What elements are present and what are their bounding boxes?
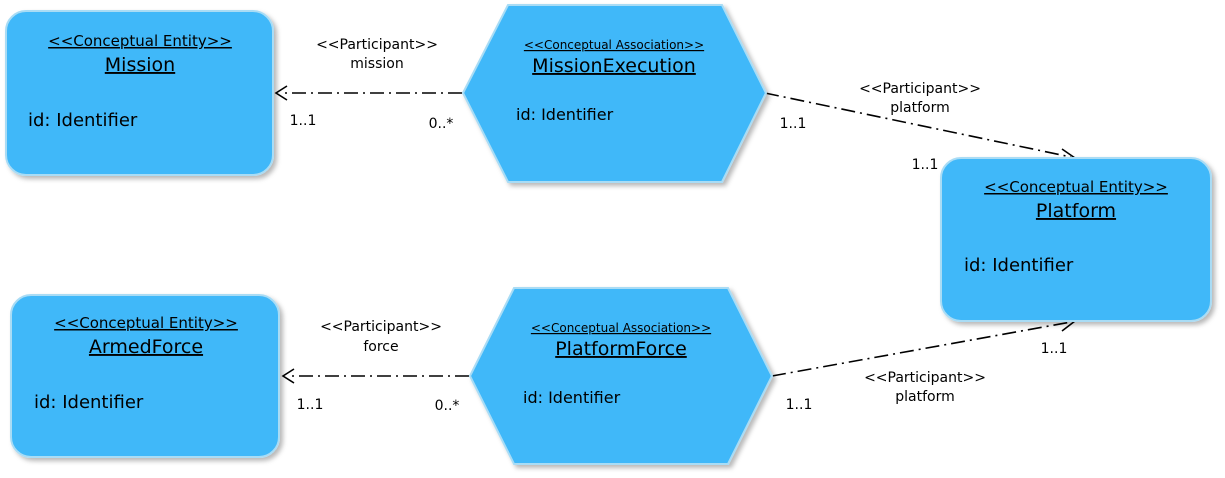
multiplicity-source: 1..1 xyxy=(780,116,807,132)
edge-line[interactable] xyxy=(771,321,1072,377)
entity-mission[interactable]: <<Conceptual Entity>> Mission id: Identi… xyxy=(5,10,274,176)
multiplicity-source: 1..1 xyxy=(786,397,813,413)
edge-role: mission xyxy=(350,56,403,72)
edge-stereotype: <<Participant>> xyxy=(320,319,442,335)
association-stereotype: <<Conceptual Association>> xyxy=(524,38,704,52)
entity-stereotype: <<Conceptual Entity>> xyxy=(54,314,238,332)
association-hexagon[interactable] xyxy=(468,287,774,465)
association-hexagon[interactable] xyxy=(461,4,768,183)
association-attribute: id: Identifier xyxy=(523,388,621,407)
association-missionexecution[interactable]: <<Conceptual Association>> MissionExecut… xyxy=(461,4,768,183)
edge-platformforce-platform[interactable]: <<Participant>> platform 1..1 1..1 xyxy=(771,316,1077,413)
entity-name: Mission xyxy=(105,54,175,76)
entity-box[interactable] xyxy=(5,10,274,176)
association-name: MissionExecution xyxy=(532,55,696,77)
multiplicity-source: 0..* xyxy=(429,116,454,132)
entity-attribute: id: Identifier xyxy=(28,110,138,131)
association-platformforce[interactable]: <<Conceptual Association>> PlatformForce… xyxy=(468,287,774,465)
multiplicity-target: 1..1 xyxy=(297,397,324,413)
association-name: PlatformForce xyxy=(555,338,687,360)
entity-armedforce[interactable]: <<Conceptual Entity>> ArmedForce id: Ide… xyxy=(10,294,280,458)
multiplicity-source: 0..* xyxy=(435,398,460,414)
entity-box[interactable] xyxy=(940,157,1212,322)
multiplicity-target: 1..1 xyxy=(1041,341,1068,357)
arrowhead xyxy=(281,368,295,384)
edge-role: platform xyxy=(895,389,955,405)
entity-stereotype: <<Conceptual Entity>> xyxy=(48,32,232,50)
edge-platformforce-armedforce[interactable]: <<Participant>> force 1..1 0..* xyxy=(281,319,469,414)
edge-line[interactable] xyxy=(764,92,1072,158)
multiplicity-target: 1..1 xyxy=(290,113,317,129)
edge-stereotype: <<Participant>> xyxy=(859,81,981,97)
entity-name: ArmedForce xyxy=(89,336,203,358)
entity-platform[interactable]: <<Conceptual Entity>> Platform id: Ident… xyxy=(940,157,1212,322)
edge-missionexecution-mission[interactable]: <<Participant>> mission 1..1 0..* xyxy=(274,37,462,132)
arrowhead xyxy=(274,85,288,101)
edge-stereotype: <<Participant>> xyxy=(864,370,986,386)
entity-attribute: id: Identifier xyxy=(34,392,144,413)
entity-stereotype: <<Conceptual Entity>> xyxy=(984,178,1168,196)
multiplicity-target: 1..1 xyxy=(912,157,939,173)
entity-attribute: id: Identifier xyxy=(964,255,1074,276)
edge-missionexecution-platform[interactable]: <<Participant>> platform 1..1 1..1 xyxy=(764,81,1077,173)
association-stereotype: <<Conceptual Association>> xyxy=(531,321,711,335)
edge-stereotype: <<Participant>> xyxy=(316,37,438,53)
entity-box[interactable] xyxy=(10,294,280,458)
edge-role: force xyxy=(363,339,398,355)
edge-role: platform xyxy=(890,100,950,116)
entity-name: Platform xyxy=(1036,200,1116,222)
association-attribute: id: Identifier xyxy=(516,105,614,124)
